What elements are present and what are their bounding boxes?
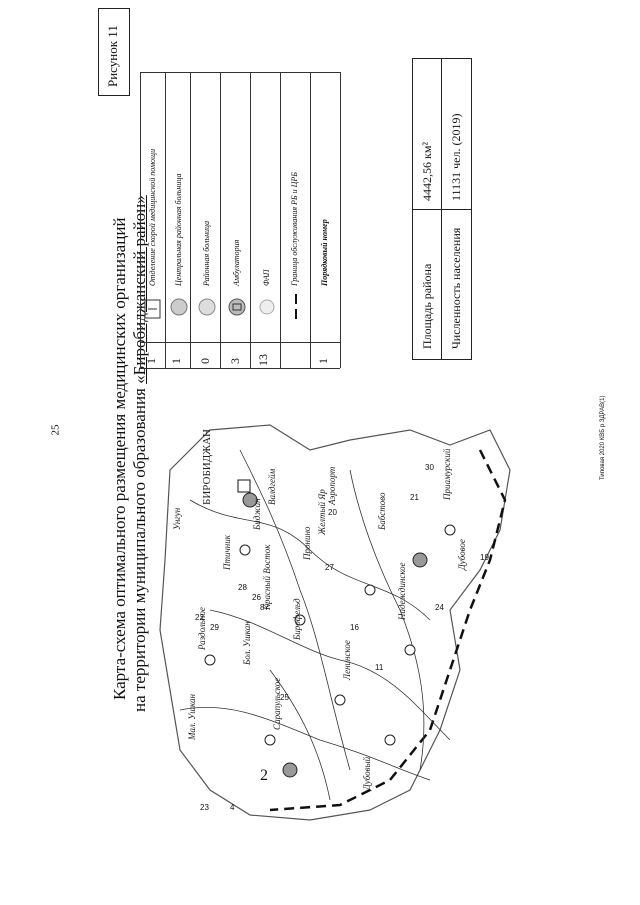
river bbox=[189, 499, 431, 621]
settlement-marker bbox=[444, 524, 456, 536]
population-label: Численность населения bbox=[449, 227, 463, 349]
map-label: Бабстово bbox=[377, 492, 387, 531]
figure-label: Рисунок 11 bbox=[105, 25, 120, 87]
map-label: Приамурский bbox=[442, 448, 452, 501]
ambulatory-icon bbox=[228, 298, 246, 316]
settlement-marker bbox=[204, 654, 216, 666]
legend-label: Районная больница bbox=[202, 220, 211, 286]
settlement-marker bbox=[364, 584, 376, 596]
river bbox=[179, 707, 431, 781]
legend-label: Порядковый номер bbox=[320, 219, 329, 286]
map-label: Пронино bbox=[302, 526, 312, 561]
map-label: Дубовое bbox=[457, 539, 467, 571]
map-label: Желтый Яр bbox=[317, 489, 327, 536]
population-value: 11131 чел. (2019) bbox=[449, 113, 463, 201]
legend-count: 1 bbox=[316, 358, 330, 364]
map-label: Птичник bbox=[222, 534, 232, 571]
legend-count: 13 bbox=[256, 354, 270, 366]
figure-label-box: Рисунок 11 bbox=[98, 8, 130, 96]
settlement-marker bbox=[334, 694, 346, 706]
legend-label: Амбулатория bbox=[232, 239, 241, 286]
settlement-marker bbox=[239, 544, 251, 556]
map-label: Аэропорт bbox=[327, 466, 337, 506]
legend-count: 0 bbox=[198, 358, 212, 364]
river bbox=[269, 669, 331, 801]
map-label: Мал. Ушкан bbox=[187, 693, 197, 741]
map-label: Ленинское bbox=[342, 640, 352, 681]
map-number: 28 bbox=[238, 583, 247, 592]
settlement-marker bbox=[294, 614, 306, 626]
settlement-marker bbox=[404, 644, 416, 656]
map-number: 24 bbox=[435, 603, 444, 612]
map-number: 2 bbox=[260, 767, 268, 784]
map-number: 27 bbox=[325, 563, 334, 572]
map-number: 11 bbox=[375, 663, 384, 672]
map-label: Унгун bbox=[172, 507, 182, 530]
map-number: 30 bbox=[425, 463, 434, 472]
legend-count: 1 bbox=[144, 358, 158, 364]
ambulatory-marker bbox=[242, 492, 258, 508]
map-number: 22 bbox=[195, 613, 204, 622]
map-number: 25 bbox=[280, 693, 289, 702]
legend-label: Отделение скорой медицинской помощи bbox=[148, 148, 157, 286]
map-label: Биджан bbox=[252, 498, 262, 531]
legend-table: 1 1 0 3 13 1 Отделение скорой медицинско… bbox=[140, 72, 341, 369]
page-number: 25 bbox=[49, 424, 62, 436]
map-number: 19 bbox=[480, 553, 489, 562]
district-outline bbox=[159, 424, 511, 821]
map-label: Валдгейм bbox=[267, 469, 277, 505]
river bbox=[239, 449, 351, 771]
settlement-marker bbox=[264, 734, 276, 746]
ambulance-icon bbox=[144, 299, 161, 319]
ambulatory-marker bbox=[412, 552, 428, 568]
map-label: Бирофельд bbox=[292, 598, 302, 641]
map-number: 20 bbox=[328, 508, 337, 517]
map-label: Дубовый bbox=[362, 756, 372, 791]
area-value: 4442,56 км² bbox=[420, 141, 434, 201]
map-label: Красный Восток bbox=[262, 544, 272, 611]
map-label: БИРОБИДЖАН bbox=[201, 429, 213, 505]
map-label: Сарапульское bbox=[272, 678, 282, 730]
map-label: Раздольное bbox=[197, 607, 207, 651]
area-label: Площадь района bbox=[420, 263, 434, 349]
district-info-table: Площадь района 4442,56 км² Численность н… bbox=[412, 58, 472, 360]
map-number: 26 bbox=[252, 593, 261, 602]
settlement-marker bbox=[384, 734, 396, 746]
map-number: 87 bbox=[260, 603, 269, 612]
map-number: 29 bbox=[210, 623, 219, 632]
legend-label: Граница обслуживания РБ и ЦРБ bbox=[290, 171, 299, 286]
legend-count: 3 bbox=[228, 358, 242, 364]
map-title-line-1: Карта-схема оптимального размещения меди… bbox=[110, 217, 129, 700]
title-prefix: на территории муниципального образования bbox=[130, 383, 149, 712]
river bbox=[349, 469, 425, 771]
map-number: 16 bbox=[350, 623, 359, 632]
river bbox=[209, 609, 451, 741]
boundary-line-icon bbox=[295, 294, 297, 319]
fap-icon bbox=[259, 299, 275, 315]
map-number: 21 bbox=[410, 493, 419, 502]
legend-label: Центральная районная больница bbox=[174, 173, 183, 286]
district-hospital-icon bbox=[198, 298, 216, 316]
legend-label: ФАП bbox=[262, 269, 271, 287]
ambulance-marker bbox=[237, 479, 251, 493]
map-label: Надеждинское bbox=[397, 562, 407, 621]
legend-count: 1 bbox=[169, 358, 183, 364]
map-label: Бол. Ушкан bbox=[242, 621, 252, 666]
ambulatory-marker bbox=[282, 762, 298, 778]
document-footer: Типовая 2020 КВБ р ЗДРАВ(1) bbox=[600, 395, 606, 480]
service-boundary bbox=[269, 449, 507, 812]
map-number: 4 bbox=[230, 803, 235, 812]
district-map: БИРОБИДЖАН Бирофельд Птичник Валдгейм Ра… bbox=[159, 424, 511, 821]
central-hospital-icon bbox=[170, 298, 188, 316]
map-number: 23 bbox=[200, 803, 209, 812]
